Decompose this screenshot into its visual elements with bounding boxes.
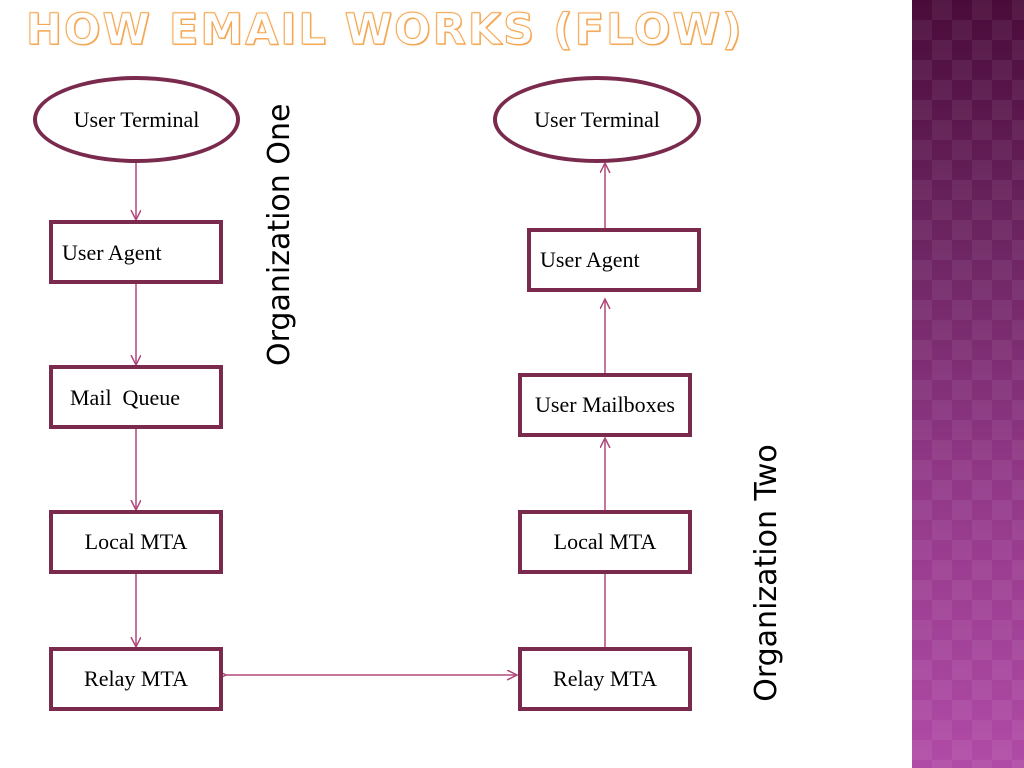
org-two-user-agent: User Agent bbox=[527, 228, 701, 292]
org-one-user-terminal: User Terminal bbox=[33, 76, 240, 163]
panel-pattern bbox=[912, 0, 1024, 768]
org-one-local-mta: Local MTA bbox=[49, 510, 223, 574]
organization-one-label: Organization One bbox=[262, 103, 297, 366]
org-two-user-mailboxes: User Mailboxes bbox=[518, 373, 692, 437]
slide-title: How Email Works (Flow) bbox=[26, 5, 744, 56]
org-two-local-mta: Local MTA bbox=[518, 510, 692, 574]
org-one-user-agent: User Agent bbox=[49, 220, 223, 284]
org-two-user-terminal: User Terminal bbox=[493, 76, 701, 163]
org-two-relay-mta: Relay MTA bbox=[518, 647, 692, 711]
org-one-mail-queue: Mail Queue bbox=[49, 365, 223, 429]
organization-two-label: Organization Two bbox=[749, 444, 784, 702]
org-one-relay-mta: Relay MTA bbox=[49, 647, 223, 711]
decorative-side-panel bbox=[912, 0, 1024, 768]
